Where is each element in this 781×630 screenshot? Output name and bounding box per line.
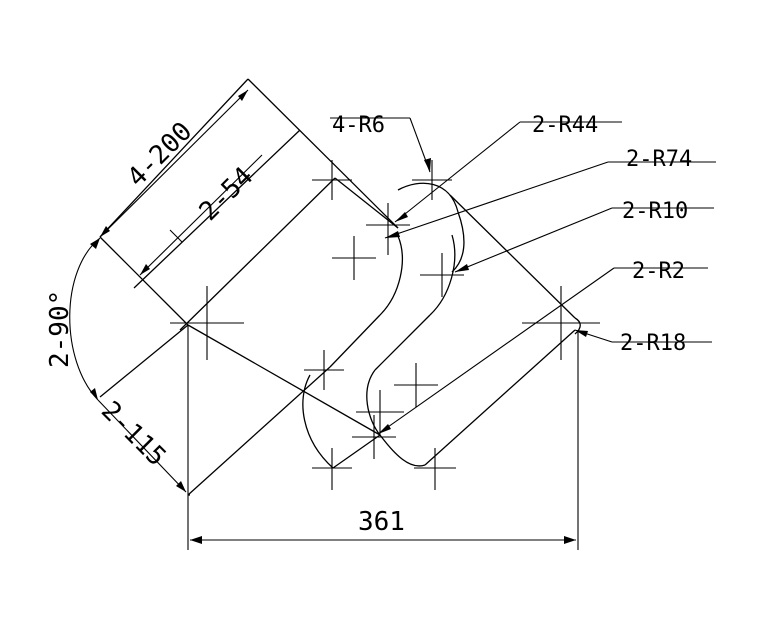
leader-r2: 2-R2	[377, 259, 708, 435]
dimension-361-label: 361	[358, 507, 405, 537]
dimension-361: 361	[187, 325, 579, 550]
dimension-54-label: 2-54	[194, 161, 259, 226]
leader-r18: 2-R18	[574, 329, 712, 356]
leader-r6: 4-R6	[330, 113, 431, 173]
label-r2: 2-R2	[632, 259, 685, 284]
center-marks	[170, 160, 600, 490]
label-r44: 2-R44	[532, 113, 598, 138]
dimension-90-label: 2-90°	[45, 290, 75, 368]
label-r10: 2-R10	[622, 199, 688, 224]
leader-r74: 2-R74	[384, 147, 716, 239]
label-r74: 2-R74	[626, 147, 692, 172]
dimension-115: 2-115	[95, 396, 187, 493]
leader-r10: 2-R10	[454, 199, 714, 273]
s-slot-outline	[133, 129, 581, 496]
label-r6: 4-R6	[332, 113, 385, 138]
dimension-115-label: 2-115	[95, 396, 172, 473]
label-r18: 2-R18	[620, 331, 686, 356]
leader-r44: 2-R44	[394, 113, 622, 223]
dimension-90: 2-90°	[45, 237, 101, 401]
outer-outline	[99, 78, 399, 496]
dimension-200-label: 4-200	[122, 116, 199, 193]
